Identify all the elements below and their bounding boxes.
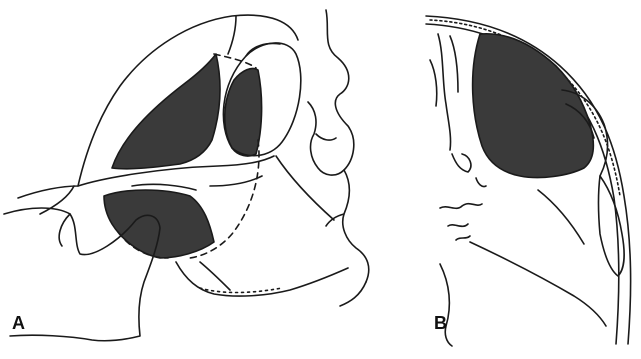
large-shaded-region <box>473 34 594 178</box>
forehead-ridge <box>228 16 236 54</box>
panel-label-b: B <box>434 314 447 332</box>
dashed-incision-upper <box>214 54 256 68</box>
panel-label-a: A <box>12 314 25 332</box>
orbital-bone-1 <box>438 34 451 150</box>
cheek-contour-line-3 <box>210 176 262 186</box>
lid-fold <box>599 176 625 276</box>
sinus-shape-2 <box>476 178 486 187</box>
orbit-rim <box>246 44 280 57</box>
lower-bone-curve <box>440 264 452 346</box>
orbital-bone-2 <box>450 36 458 92</box>
nerve-squiggle-2 <box>448 224 468 226</box>
nerve-squiggle-1 <box>440 204 482 209</box>
jaw-tick-marks <box>200 288 282 293</box>
chin-profile <box>340 282 366 306</box>
cheek-fat-line <box>538 190 584 244</box>
nerve-squiggle-3 <box>456 236 470 240</box>
upper-shaded-region <box>112 54 220 169</box>
sinus-shape <box>452 154 471 172</box>
orbital-bone-3 <box>430 60 437 106</box>
retractor-finger-tip <box>59 214 70 246</box>
nostril <box>316 134 336 140</box>
lip-profile <box>343 170 369 282</box>
lower-face-line <box>276 156 334 220</box>
cheek-contour-line-2 <box>132 184 196 190</box>
nose-profile <box>308 10 354 175</box>
panel-b-drawing <box>426 16 631 346</box>
floor-line <box>470 242 606 326</box>
panel-a-drawing <box>4 10 369 341</box>
neck-line <box>200 262 230 290</box>
